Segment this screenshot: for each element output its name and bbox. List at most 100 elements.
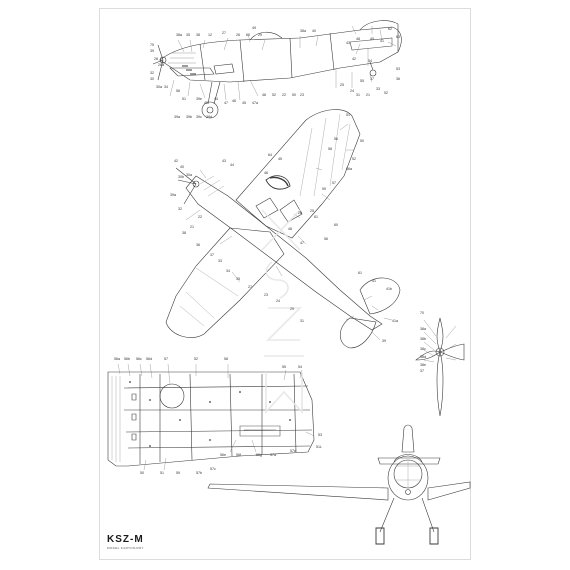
part-number-label: 50 (140, 471, 144, 475)
part-number-label: 27 (222, 31, 226, 35)
part-number-label: 39e (196, 97, 202, 101)
part-number-label: 31 (356, 93, 360, 97)
part-number-label: 46 (264, 171, 268, 175)
part-number-label: 29 (258, 33, 262, 37)
part-number-label: 40 (312, 29, 316, 33)
propeller-front-view (415, 317, 465, 417)
part-number-label: 28 (154, 57, 158, 61)
part-number-label: 47a (252, 101, 258, 105)
part-number-label: 22 (198, 215, 202, 219)
part-number-label: 30b (178, 175, 184, 179)
part-number-label: 37 (420, 369, 424, 373)
part-number-label: 57 (332, 181, 336, 185)
part-number-label: 54 (298, 365, 302, 369)
part-number-label: 43 (222, 159, 226, 163)
part-number-label: 40 (180, 165, 184, 169)
part-number-label: 25 (310, 209, 314, 213)
part-number-label: 35 (186, 33, 190, 37)
part-number-label: 47 (224, 101, 228, 105)
part-number-label: 39 (150, 49, 154, 53)
part-number-label: 61 (358, 271, 362, 275)
part-number-label: 39d (206, 115, 212, 119)
part-number-label: 34 (226, 269, 230, 273)
part-number-label: 39a (174, 115, 180, 119)
part-number-label: 55 (360, 79, 364, 83)
part-number-label: 37 (370, 77, 374, 81)
part-number-label: 62 (388, 27, 392, 31)
part-number-label: 50 (360, 139, 364, 143)
part-number-label: 52 (384, 91, 388, 95)
part-number-label: 35 (236, 277, 240, 281)
part-number-label: 56a (346, 167, 352, 171)
part-number-label: 57b (196, 471, 202, 475)
part-number-label: 26 (298, 211, 302, 215)
part-number-label: 56e (220, 453, 226, 457)
part-number-label: 38a (176, 33, 182, 37)
part-number-label: 58 (328, 147, 332, 151)
part-number-label: 51 (160, 471, 164, 475)
part-number-label: 38 (196, 33, 200, 37)
part-number-label: 54 (368, 59, 372, 63)
part-number-label: 38a (300, 29, 306, 33)
part-number-label: 50 (292, 93, 296, 97)
part-number-label: 38c (420, 347, 426, 351)
part-number-label: 21 (190, 225, 194, 229)
part-number-label: 56b (124, 357, 130, 361)
part-number-label: 41 (380, 39, 384, 43)
part-number-label: 49 (252, 26, 256, 30)
part-number-label: 59 (176, 471, 180, 475)
part-number-label: 30a (186, 173, 192, 177)
sheet-border (99, 8, 471, 560)
part-number-label: 53 (318, 433, 322, 437)
side-view-fuselage (152, 20, 402, 119)
part-number-label: 57c (210, 467, 216, 471)
part-number-label: 27 (248, 285, 252, 289)
part-number-label: 22 (282, 93, 286, 97)
wing-interior-detail (107, 363, 315, 471)
part-number-label: 38 (182, 231, 186, 235)
part-number-label: 21 (366, 93, 370, 97)
part-number-label: 56d (146, 357, 152, 361)
part-number-label: 63 (396, 35, 400, 39)
part-number-label: 58 (224, 357, 228, 361)
part-number-label: 60 (334, 223, 338, 227)
part-number-label: 48 (288, 227, 292, 231)
part-number-label: 43 (346, 41, 350, 45)
part-number-label: 36 (396, 77, 400, 81)
part-number-label: 30 (150, 77, 154, 81)
part-number-label: 56 (176, 89, 180, 93)
part-number-label: 56c (136, 357, 142, 361)
part-number-label: 41a (392, 319, 398, 323)
part-number-label: 51L (316, 445, 322, 449)
part-number-label: 12 (208, 33, 212, 37)
part-number-label: 24 (350, 89, 354, 93)
part-number-label: 32 (150, 71, 154, 75)
part-number-label: 38b (420, 337, 426, 341)
part-number-label: 57a (270, 453, 276, 457)
part-number-label: 52 (352, 157, 356, 161)
part-number-label: 70 (420, 311, 424, 315)
part-number-label: 42 (352, 57, 356, 61)
part-number-label: 48 (262, 93, 266, 97)
part-number-label: 57 (164, 357, 168, 361)
part-number-label: 57d (290, 449, 296, 453)
part-number-label: 45 (370, 37, 374, 41)
part-number-label: 38e (420, 363, 426, 367)
part-number-label: 26a (158, 63, 164, 67)
part-number-label: 48 (356, 37, 360, 41)
part-number-label: 44 (214, 97, 218, 101)
part-number-label: 52 (194, 357, 198, 361)
front-view-aircraft (207, 424, 471, 545)
part-number-label: 39c (196, 115, 202, 119)
part-number-label: 47 (300, 241, 304, 245)
part-number-label: 60 (246, 33, 250, 37)
part-number-label: 56 (334, 137, 338, 141)
part-number-label: 42 (174, 159, 178, 163)
part-number-label: 26 (236, 33, 240, 37)
part-number-label: 38a (420, 327, 426, 331)
part-number-label: 32 (178, 207, 182, 211)
part-number-label: 25 (340, 83, 344, 87)
part-number-label: 46 (232, 99, 236, 103)
